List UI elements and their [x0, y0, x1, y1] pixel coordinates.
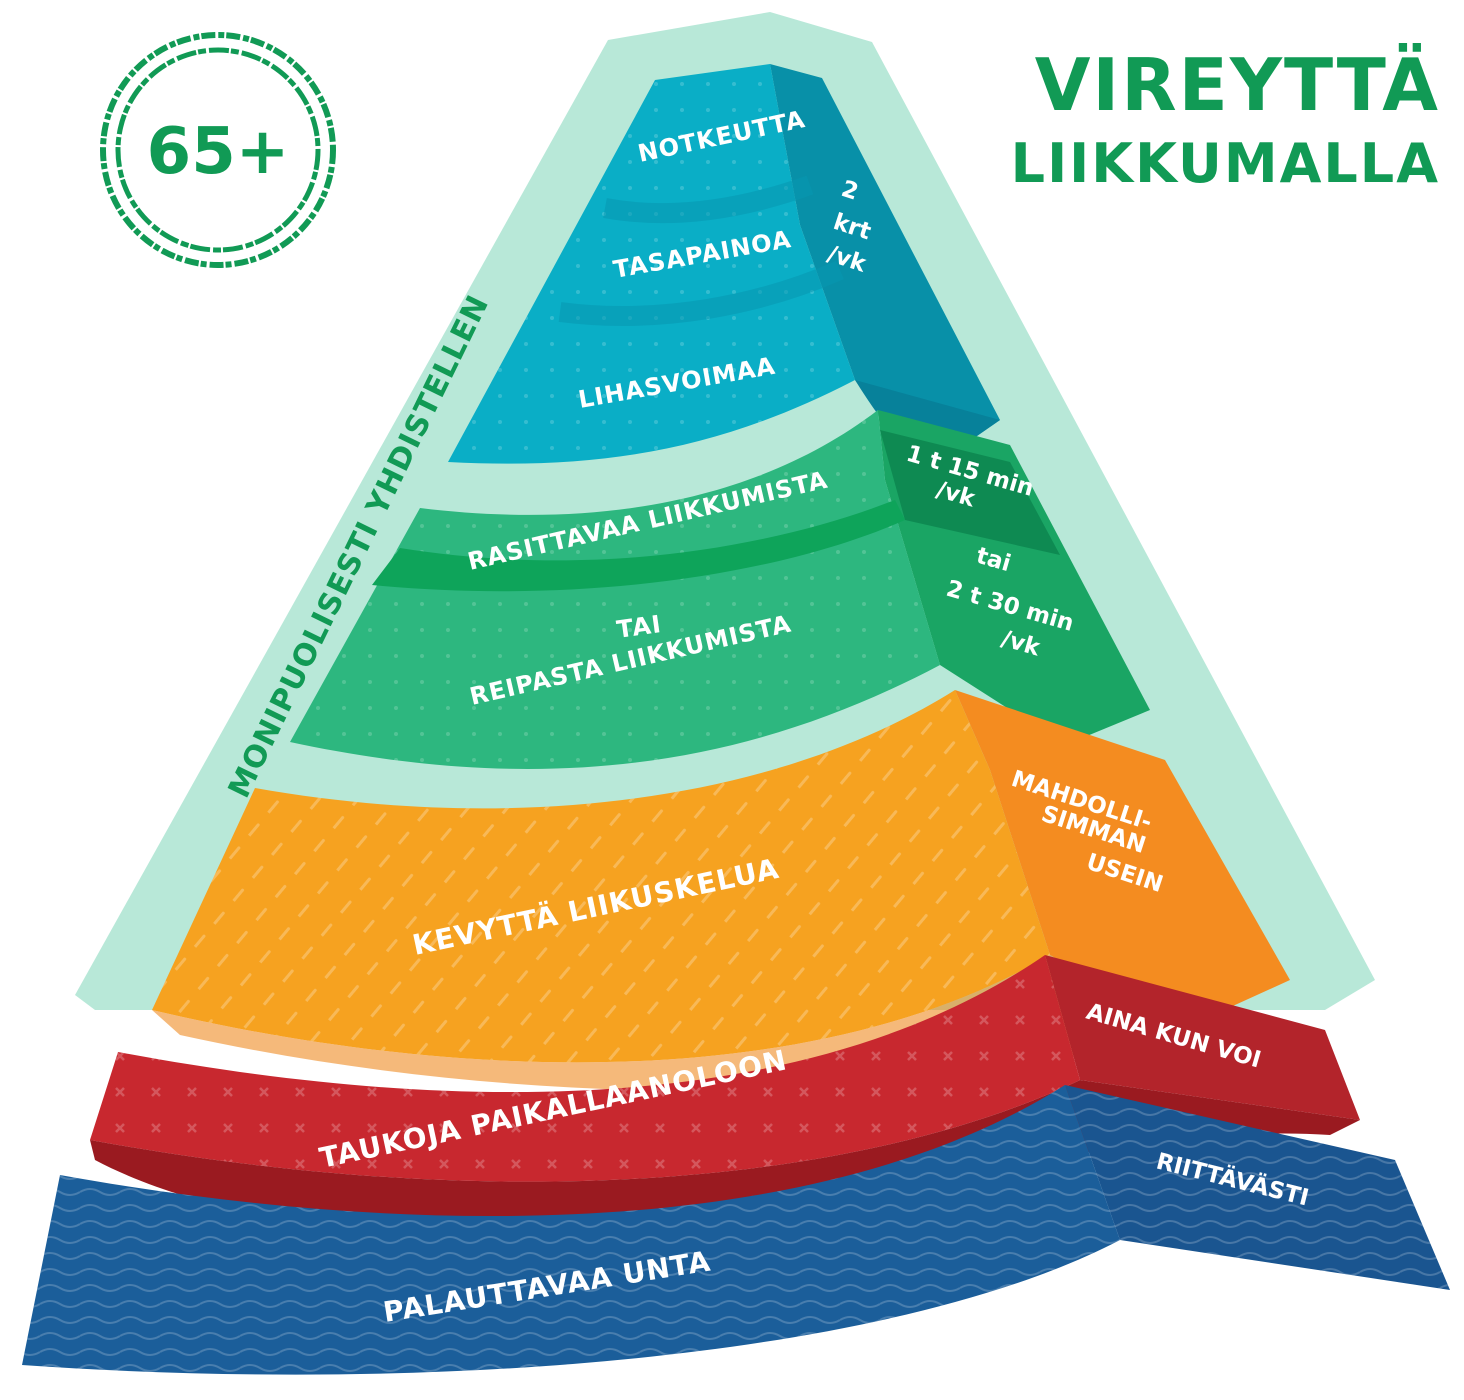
label-tai: TAI [615, 610, 663, 644]
level-strength-balance-flexibility [448, 64, 1000, 470]
title-line-2: LIIKKUMALLA [1011, 132, 1440, 195]
level-light-activity [152, 690, 1290, 1091]
top-frequency-1: 2 [838, 176, 861, 206]
level-endurance [290, 410, 1150, 769]
age-badge: 65+ [100, 32, 336, 268]
level-sleep [22, 1085, 1450, 1375]
badge-text: 65+ [147, 115, 290, 189]
title-line-1: VIREYTTÄ [1035, 43, 1440, 127]
